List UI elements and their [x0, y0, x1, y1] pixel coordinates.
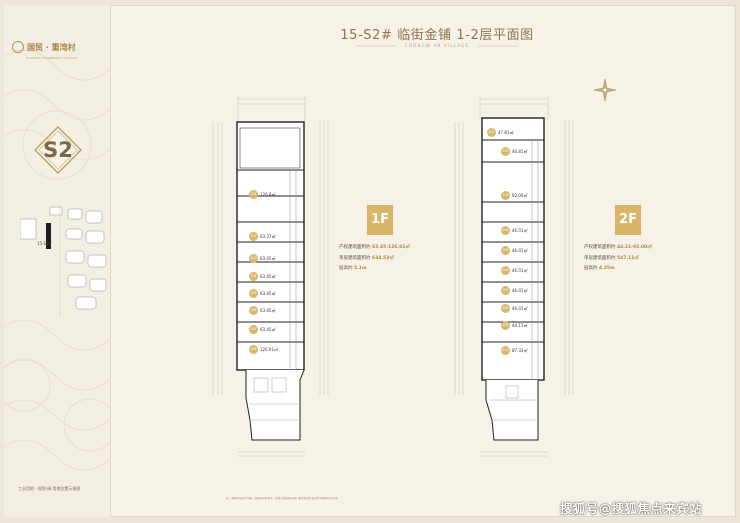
unit-number: 205 [501, 246, 510, 255]
floor-badge-1f: 1F [367, 205, 393, 235]
stats-1f: 产权建筑面积约 63.45-126.81㎡ 单层建筑面积约 634.53㎡ 层高… [339, 243, 410, 275]
unit-area: 63.45㎡ [260, 290, 276, 296]
disclaimer-footnote: 注：本资料所示户型图、面积等仅供参考，最终以政府相关部门批准的文件及双方签署的合… [226, 497, 341, 500]
unit-number: 202 [501, 147, 510, 156]
page-subtitle: CHONGW AN VILLAGE [356, 42, 518, 50]
unit-area: 46.81㎡ [512, 148, 528, 154]
logo-text: 国贸 · 重湾村 [27, 42, 76, 52]
key-map-label: 15-S2# [37, 241, 52, 246]
subtitle-rule [356, 45, 518, 47]
unit-area: 126.91㎡ [260, 346, 278, 352]
unit-number: 103 [249, 254, 258, 263]
page-title: 15-S2# 临街金铺 1-2层平面图 [340, 28, 534, 43]
diamond-frame-icon [34, 126, 82, 174]
building-code: S2 [43, 138, 73, 162]
logo-subtitle: GUOMAO ZHONGWAN VILLAGE [26, 56, 78, 60]
stat-row: 产权建筑面积约 44.11-92.00㎡ [584, 245, 652, 250]
unit-area: 92.00㎡ [512, 192, 528, 198]
unit-number: 108 [249, 345, 258, 354]
unit-number: 207 [501, 286, 510, 295]
unit-area: 63.37㎡ [260, 233, 276, 239]
floor-badge-2f: 2F [615, 205, 641, 235]
watermark-text: 搜狐号@搜狐焦点来宾站 [560, 501, 702, 516]
stat-row: 层高约 4.35m [584, 266, 615, 271]
unit-area: 46.01㎡ [512, 227, 528, 233]
stats-2f: 产权建筑面积约 44.11-92.00㎡ 单层建筑面积约 547.11㎡ 层高约… [584, 243, 652, 275]
unit-number: 203 [501, 191, 510, 200]
unit-area: 46.01㎡ [512, 247, 528, 253]
brand-logo: 国贸 · 重湾村 [12, 41, 76, 53]
unit-number: 204 [501, 226, 510, 235]
stat-row: 单层建筑面积约 634.53㎡ [339, 255, 394, 261]
site-key-map [20, 205, 107, 317]
sidebar-footer: 工业用地 · 规划·绿·用地位置示意图 [18, 486, 81, 491]
unit-area: 44.11㎡ [512, 322, 528, 328]
unit-area: 87.33㎡ [512, 347, 528, 353]
plan-2f [454, 97, 574, 457]
unit-area: 46.01㎡ [512, 267, 528, 273]
unit-number: 201 [487, 128, 496, 137]
unit-number: 106 [249, 306, 258, 315]
stat-row: 层高约 5.1m [339, 266, 367, 271]
unit-number: 107 [249, 325, 258, 334]
building-badge: S2 [34, 126, 82, 174]
unit-number: 210 [501, 346, 510, 355]
logo-mark-icon [12, 41, 24, 53]
unit-number: 209 [501, 321, 510, 330]
unit-area: 63.45㎡ [260, 273, 276, 279]
stat-row: 单层建筑面积约 547.11㎡ [584, 255, 639, 261]
unit-number: 101 [249, 190, 258, 199]
plan-1f [212, 97, 329, 457]
sidebar: 国贸 · 重湾村 GUOMAO ZHONGWAN VILLAGE S2 [4, 5, 111, 517]
unit-number: 208 [501, 304, 510, 313]
unit-number: 206 [501, 266, 510, 275]
unit-number: 105 [249, 289, 258, 298]
unit-area: 126.8㎡ [260, 191, 276, 197]
unit-number: 104 [249, 272, 258, 281]
unit-area: 63.45㎡ [260, 255, 276, 261]
unit-area: 46.01㎡ [512, 287, 528, 293]
decorative-pattern [4, 49, 110, 471]
unit-number: 102 [249, 232, 258, 241]
highlighted-building [46, 223, 51, 249]
unit-area: 46.01㎡ [512, 305, 528, 311]
unit-area: 63.45㎡ [260, 307, 276, 313]
stat-row: 产权建筑面积约 63.45-126.81㎡ [339, 245, 410, 250]
unit-area: 63.45㎡ [260, 326, 276, 332]
unit-area: 47.81㎡ [498, 129, 514, 135]
north-compass-icon [594, 79, 616, 101]
